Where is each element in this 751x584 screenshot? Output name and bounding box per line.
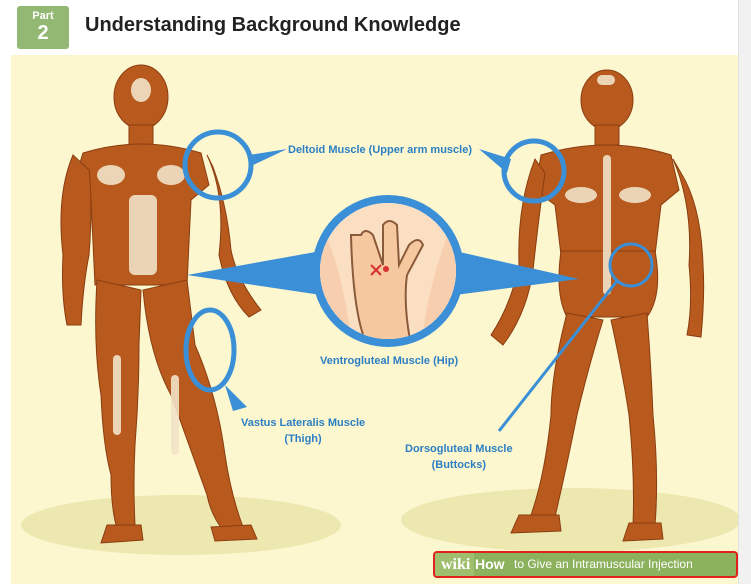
vastus-marker [183, 307, 237, 393]
scrollbar[interactable] [738, 0, 751, 584]
vastus-label-line2: (Thigh) [284, 433, 322, 445]
page-header: Part 2 Understanding Background Knowledg… [0, 0, 751, 55]
dorsogluteal-label: Dorsogluteal Muscle (Buttocks) [405, 441, 513, 473]
dorsogluteal-label-line2: (Buttocks) [431, 459, 486, 471]
wiki-wordmark: wiki [435, 553, 475, 576]
ventrogluteal-back-marker [608, 242, 654, 288]
ventrogluteal-label: Ventrogluteal Muscle (Hip) [320, 355, 459, 367]
part-badge: Part 2 [17, 6, 69, 49]
section-title: Understanding Background Knowledge [85, 14, 461, 36]
hip-zoom-inset [312, 195, 464, 347]
part-label: Part [32, 10, 54, 22]
how-wordmark: How [475, 556, 505, 572]
part-number: 2 [37, 22, 49, 44]
article-title-caption: to Give an Intramuscular Injection [514, 557, 693, 571]
dorsogluteal-label-line1: Dorsogluteal Muscle [405, 443, 513, 455]
vastus-label-line1: Vastus Lateralis Muscle [241, 417, 366, 429]
muscle-illustration: Deltoid Muscle (Upper arm muscle) Ventro… [11, 55, 738, 584]
deltoid-label: Deltoid Muscle (Upper arm muscle) [288, 144, 472, 156]
wikihow-watermark-link[interactable]: wiki How to Give an Intramuscular Inject… [433, 551, 738, 578]
vastus-label: Vastus Lateralis Muscle (Thigh) [241, 415, 365, 447]
deltoid-back-marker [501, 138, 567, 204]
muscle-figures-drawing [21, 64, 738, 555]
